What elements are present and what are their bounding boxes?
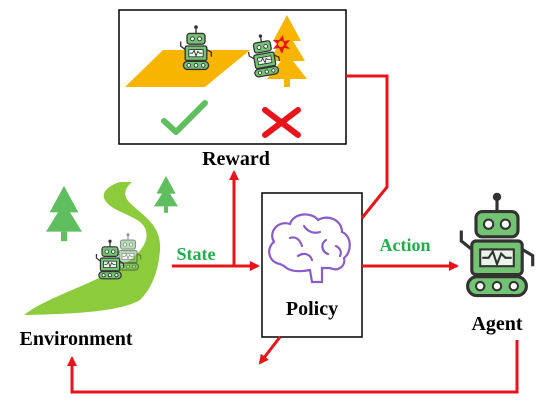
environment-label: Environment — [20, 328, 133, 350]
policy-box — [261, 192, 363, 338]
path-icon — [24, 182, 161, 315]
policy-panel — [261, 192, 363, 338]
action-label: Action — [380, 235, 431, 255]
state-label: State — [177, 244, 216, 264]
robot-icon — [95, 239, 125, 280]
cross-icon — [262, 107, 301, 138]
checkmark-icon — [161, 100, 208, 135]
reward-label: Reward — [202, 148, 270, 170]
policy-out-arrow — [258, 336, 282, 365]
brain-icon — [268, 213, 351, 284]
robot-icon — [459, 191, 535, 298]
flow-arrows — [67, 74, 519, 394]
tree-icon — [154, 176, 178, 213]
tree-icon — [46, 186, 82, 242]
agent-feedback-arrow — [67, 340, 519, 394]
reward-feedback-arrow — [346, 74, 389, 219]
reward-panel — [118, 9, 347, 145]
agent-label: Agent — [471, 313, 522, 335]
policy-label: Policy — [286, 298, 338, 320]
environment-scene — [24, 176, 178, 315]
